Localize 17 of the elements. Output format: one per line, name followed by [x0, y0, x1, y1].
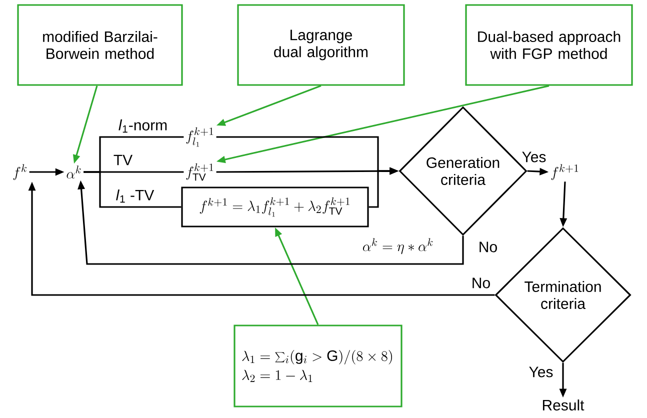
variable: $f_{\mathrm{TV}}^{k+1}$ — [186, 163, 214, 181]
edge-label: l$_{1}$-norm — [117, 118, 169, 134]
formula-box: $f^{k+1} = \lambda_1 f_{l_1}^{k+1} + \lambda_2 f_{\mathrm{TV}}^{k+1}$ — [181, 186, 369, 228]
note-box: Lagrange dual algorithm — [237, 4, 405, 86]
update-formula: $\alpha^{k}=\eta*\alpha^{k}$ — [362, 238, 433, 254]
variable: $f^{k}$ — [13, 164, 27, 180]
formula-note-box: $\lambda_1 = \sum_{i} (\mathrm{g}_i > \mathrm{G})/(8\times 8)$ $\lambda_2 = 1-\lambda_1$ — [234, 324, 402, 408]
edge-label: Yes — [528, 366, 554, 378]
edge-label: No — [470, 276, 492, 290]
edge-label: l$_{1}$ -TV — [114, 188, 156, 204]
result-text: Result — [542, 400, 584, 410]
note-box: modified Barzilai-Borwein method — [17, 4, 183, 86]
variable: $\alpha^{k}$ — [66, 166, 81, 179]
note-box: Dual-based approach with FGP method — [465, 4, 633, 86]
variable: $f^{k+1}$ — [551, 164, 578, 180]
edge-label: TV — [112, 154, 134, 166]
variable: $f_{l_1}^{k+1}$ — [186, 127, 214, 147]
